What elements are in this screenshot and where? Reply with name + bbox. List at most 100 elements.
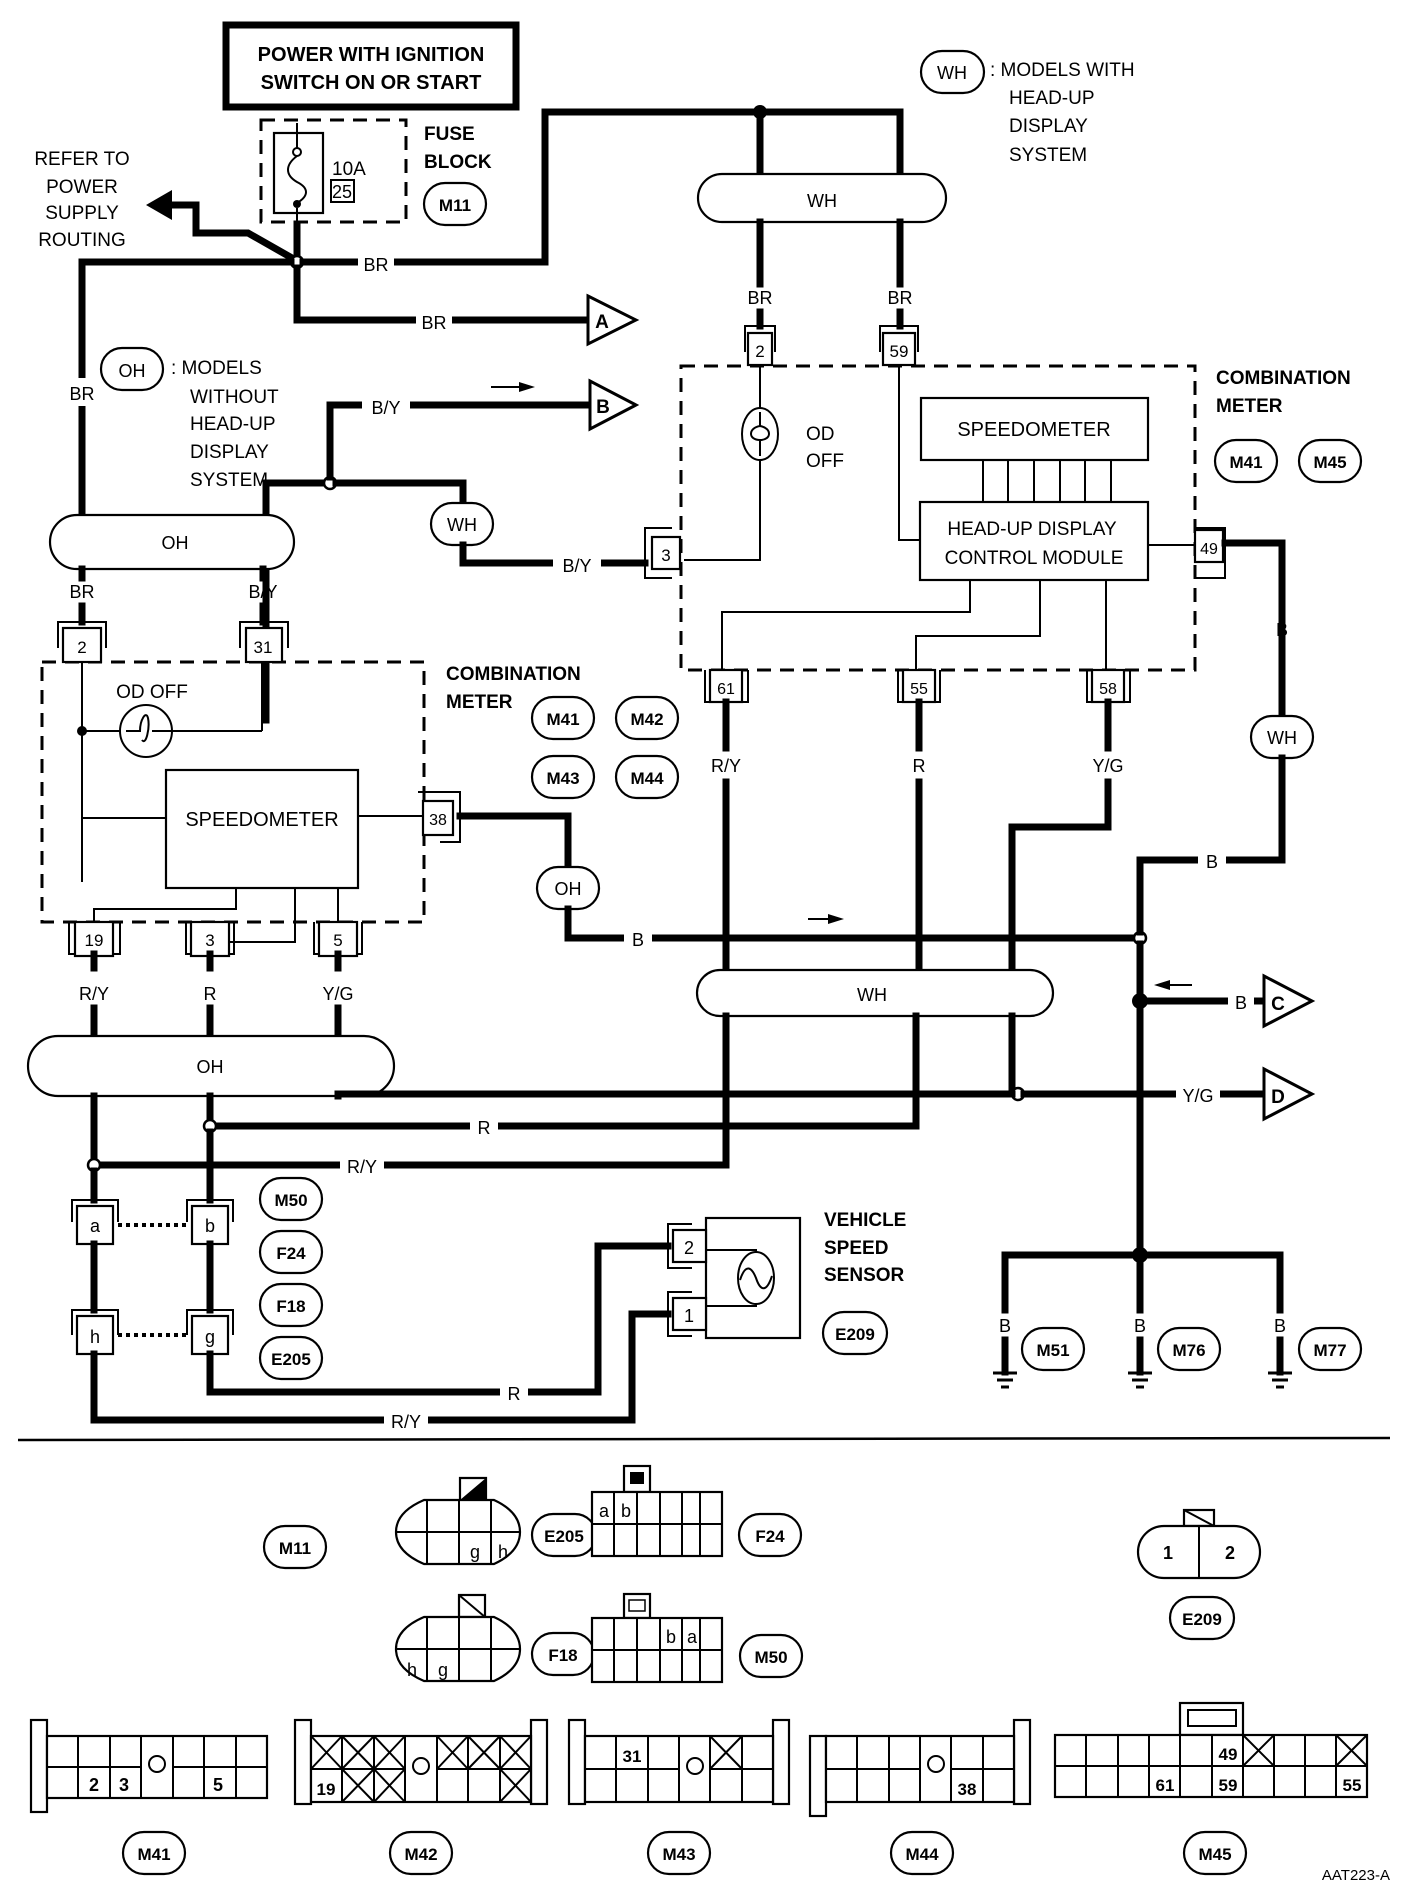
joint-connector-b[interactable]: b	[186, 1199, 234, 1246]
legend-oh-line5: SYSTEM	[190, 470, 268, 491]
joint-connector-g[interactable]: g	[186, 1309, 234, 1356]
vehicle-speed-sensor: 2 1 VEHICLE SPEED SENSOR E209	[667, 1210, 906, 1356]
connector-view-m43[interactable]: 31 M43	[567, 1718, 791, 1876]
svg-text:M11: M11	[279, 1539, 311, 1558]
svg-text:WH: WH	[1267, 728, 1297, 748]
wire-label-by-3: B/Y	[562, 556, 591, 576]
connector-badge-m77[interactable]	[1297, 1326, 1363, 1372]
svg-text:2: 2	[77, 638, 86, 657]
svg-text:19: 19	[85, 931, 104, 950]
combination-meter-std-label-2: METER	[446, 692, 513, 713]
svg-text:OH: OH	[119, 361, 146, 381]
svg-text:38: 38	[429, 812, 447, 829]
connector-badge-m41-std[interactable]	[530, 695, 596, 741]
svg-text:49: 49	[1200, 541, 1218, 558]
connector-view-m45[interactable]: 49 61 59 55 M45	[1053, 1701, 1369, 1876]
connector-badge-m76[interactable]	[1156, 1326, 1222, 1372]
connector-badge-e205[interactable]	[258, 1335, 324, 1381]
off-page-connector-b[interactable]: B	[588, 378, 640, 432]
off-page-connector-a[interactable]: A	[586, 293, 640, 347]
svg-text:M43: M43	[662, 1845, 695, 1864]
speedometer-hud	[919, 396, 1150, 462]
combination-meter-std: 2 31 OD OFF SPEEDOMETER 38 19	[40, 621, 680, 958]
vss-terminal-2[interactable]: 2	[667, 1223, 708, 1269]
connector-badge-m45-hud[interactable]	[1297, 438, 1363, 484]
svg-text:C: C	[1271, 994, 1285, 1015]
connector-badge-m41-hud[interactable]	[1213, 438, 1279, 484]
svg-text:SPEEDOMETER: SPEEDOMETER	[957, 419, 1110, 441]
power-title-line2: SWITCH ON OR START	[261, 72, 482, 94]
connector-badge-m50[interactable]	[258, 1176, 324, 1222]
power-source: POWER WITH IGNITION SWITCH ON OR START	[222, 21, 520, 111]
connector-badge-m51[interactable]	[1020, 1326, 1086, 1372]
power-title-line1: POWER WITH IGNITION	[258, 44, 485, 66]
terminal-2-hud[interactable]: 2	[744, 325, 776, 367]
svg-text:M41: M41	[1229, 453, 1262, 472]
connector-view-m44[interactable]: 38 M44	[808, 1718, 1032, 1876]
wire-label-yg-d: Y/G	[1182, 1086, 1213, 1106]
connector-view-e205[interactable]: g h E205	[394, 1476, 598, 1566]
joint-connector-a[interactable]: a	[71, 1199, 119, 1246]
terminal-38-std[interactable]: 38	[418, 791, 461, 843]
terminal-59-hud[interactable]: 59	[879, 325, 919, 367]
ground-m77: M77	[1268, 1326, 1363, 1389]
connector-badge-m11[interactable]	[422, 181, 488, 227]
combination-meter-hud-label-2: METER	[1216, 396, 1283, 417]
terminal-58-hud[interactable]: 58	[1086, 668, 1131, 704]
terminal-49-hud[interactable]: 49	[1193, 527, 1226, 579]
svg-text:3: 3	[119, 1775, 129, 1795]
connector-badge-m42-std[interactable]	[614, 695, 680, 741]
svg-text:HEAD-UP DISPLAY: HEAD-UP DISPLAY	[947, 519, 1117, 540]
svg-text:M43: M43	[546, 769, 579, 788]
terminal-3-hud[interactable]: 3	[644, 527, 682, 579]
svg-text:M50: M50	[274, 1191, 307, 1210]
wire-label-ry-61: R/Y	[711, 756, 741, 776]
connector-view-m11[interactable]: M11	[262, 1524, 328, 1570]
wire-label-yg-std: Y/G	[322, 984, 353, 1004]
refer-line-2: POWER	[46, 177, 118, 198]
svg-text:M45: M45	[1313, 453, 1346, 472]
refer-power-routing: REFER TO POWER SUPPLY ROUTING	[34, 149, 297, 263]
svg-text:2: 2	[755, 342, 764, 361]
svg-text:M44: M44	[905, 1845, 939, 1864]
svg-text:M45: M45	[1198, 1845, 1231, 1864]
vss-label-3: SENSOR	[824, 1265, 905, 1286]
svg-text:OH: OH	[197, 1057, 224, 1077]
terminal-2-std[interactable]: 2	[57, 621, 107, 664]
wire-label-b-c: B	[1235, 993, 1247, 1013]
svg-text:M11: M11	[439, 196, 471, 215]
svg-text:h: h	[498, 1542, 508, 1562]
connector-view-f24[interactable]: a b F24	[590, 1464, 803, 1558]
connector-badge-e209[interactable]	[821, 1310, 889, 1356]
splice-c	[1132, 993, 1148, 1009]
wire-label-r-55: R	[913, 756, 926, 776]
svg-text:E205: E205	[271, 1350, 311, 1369]
harness-wh-top-label: WH	[807, 191, 837, 211]
svg-text:E209: E209	[1182, 1610, 1222, 1629]
terminal-31-std[interactable]: 31	[239, 621, 289, 664]
connector-badge-m44-std[interactable]	[614, 754, 680, 800]
svg-text:WH: WH	[447, 515, 477, 535]
connector-view-f18[interactable]: h g F18	[394, 1593, 596, 1683]
svg-text:WH: WH	[857, 985, 887, 1005]
wire-label-b-wh49: B	[1206, 852, 1218, 872]
connector-view-m41[interactable]: 2 3 5 M41	[29, 1718, 269, 1876]
connector-badge-f24[interactable]	[258, 1229, 324, 1275]
connector-badge-m43-std[interactable]	[530, 754, 596, 800]
connector-badge-f18[interactable]	[258, 1282, 324, 1328]
connector-view-e209[interactable]: 1 2 E209	[1136, 1508, 1262, 1641]
terminal-61-hud[interactable]: 61	[704, 668, 749, 704]
legend-oh-line2: WITHOUT	[190, 387, 279, 408]
wire-label-br-left: BR	[69, 384, 94, 404]
terminal-55-hud[interactable]: 55	[897, 668, 941, 704]
svg-text:B: B	[596, 397, 610, 418]
legend-oh-line1: : MODELS	[171, 358, 262, 379]
off-page-connector-c[interactable]: C	[1262, 973, 1316, 1029]
off-page-connector-d[interactable]: D	[1262, 1066, 1316, 1122]
vss-terminal-1[interactable]: 1	[667, 1291, 708, 1337]
flow-arrow-left-icon	[1154, 980, 1170, 990]
legend-oh-line4: DISPLAY	[190, 442, 269, 463]
joint-connector-h[interactable]: h	[71, 1309, 119, 1356]
connector-view-m50[interactable]: b a M50	[590, 1592, 804, 1684]
connector-view-m42[interactable]: 19 M42	[293, 1718, 549, 1876]
